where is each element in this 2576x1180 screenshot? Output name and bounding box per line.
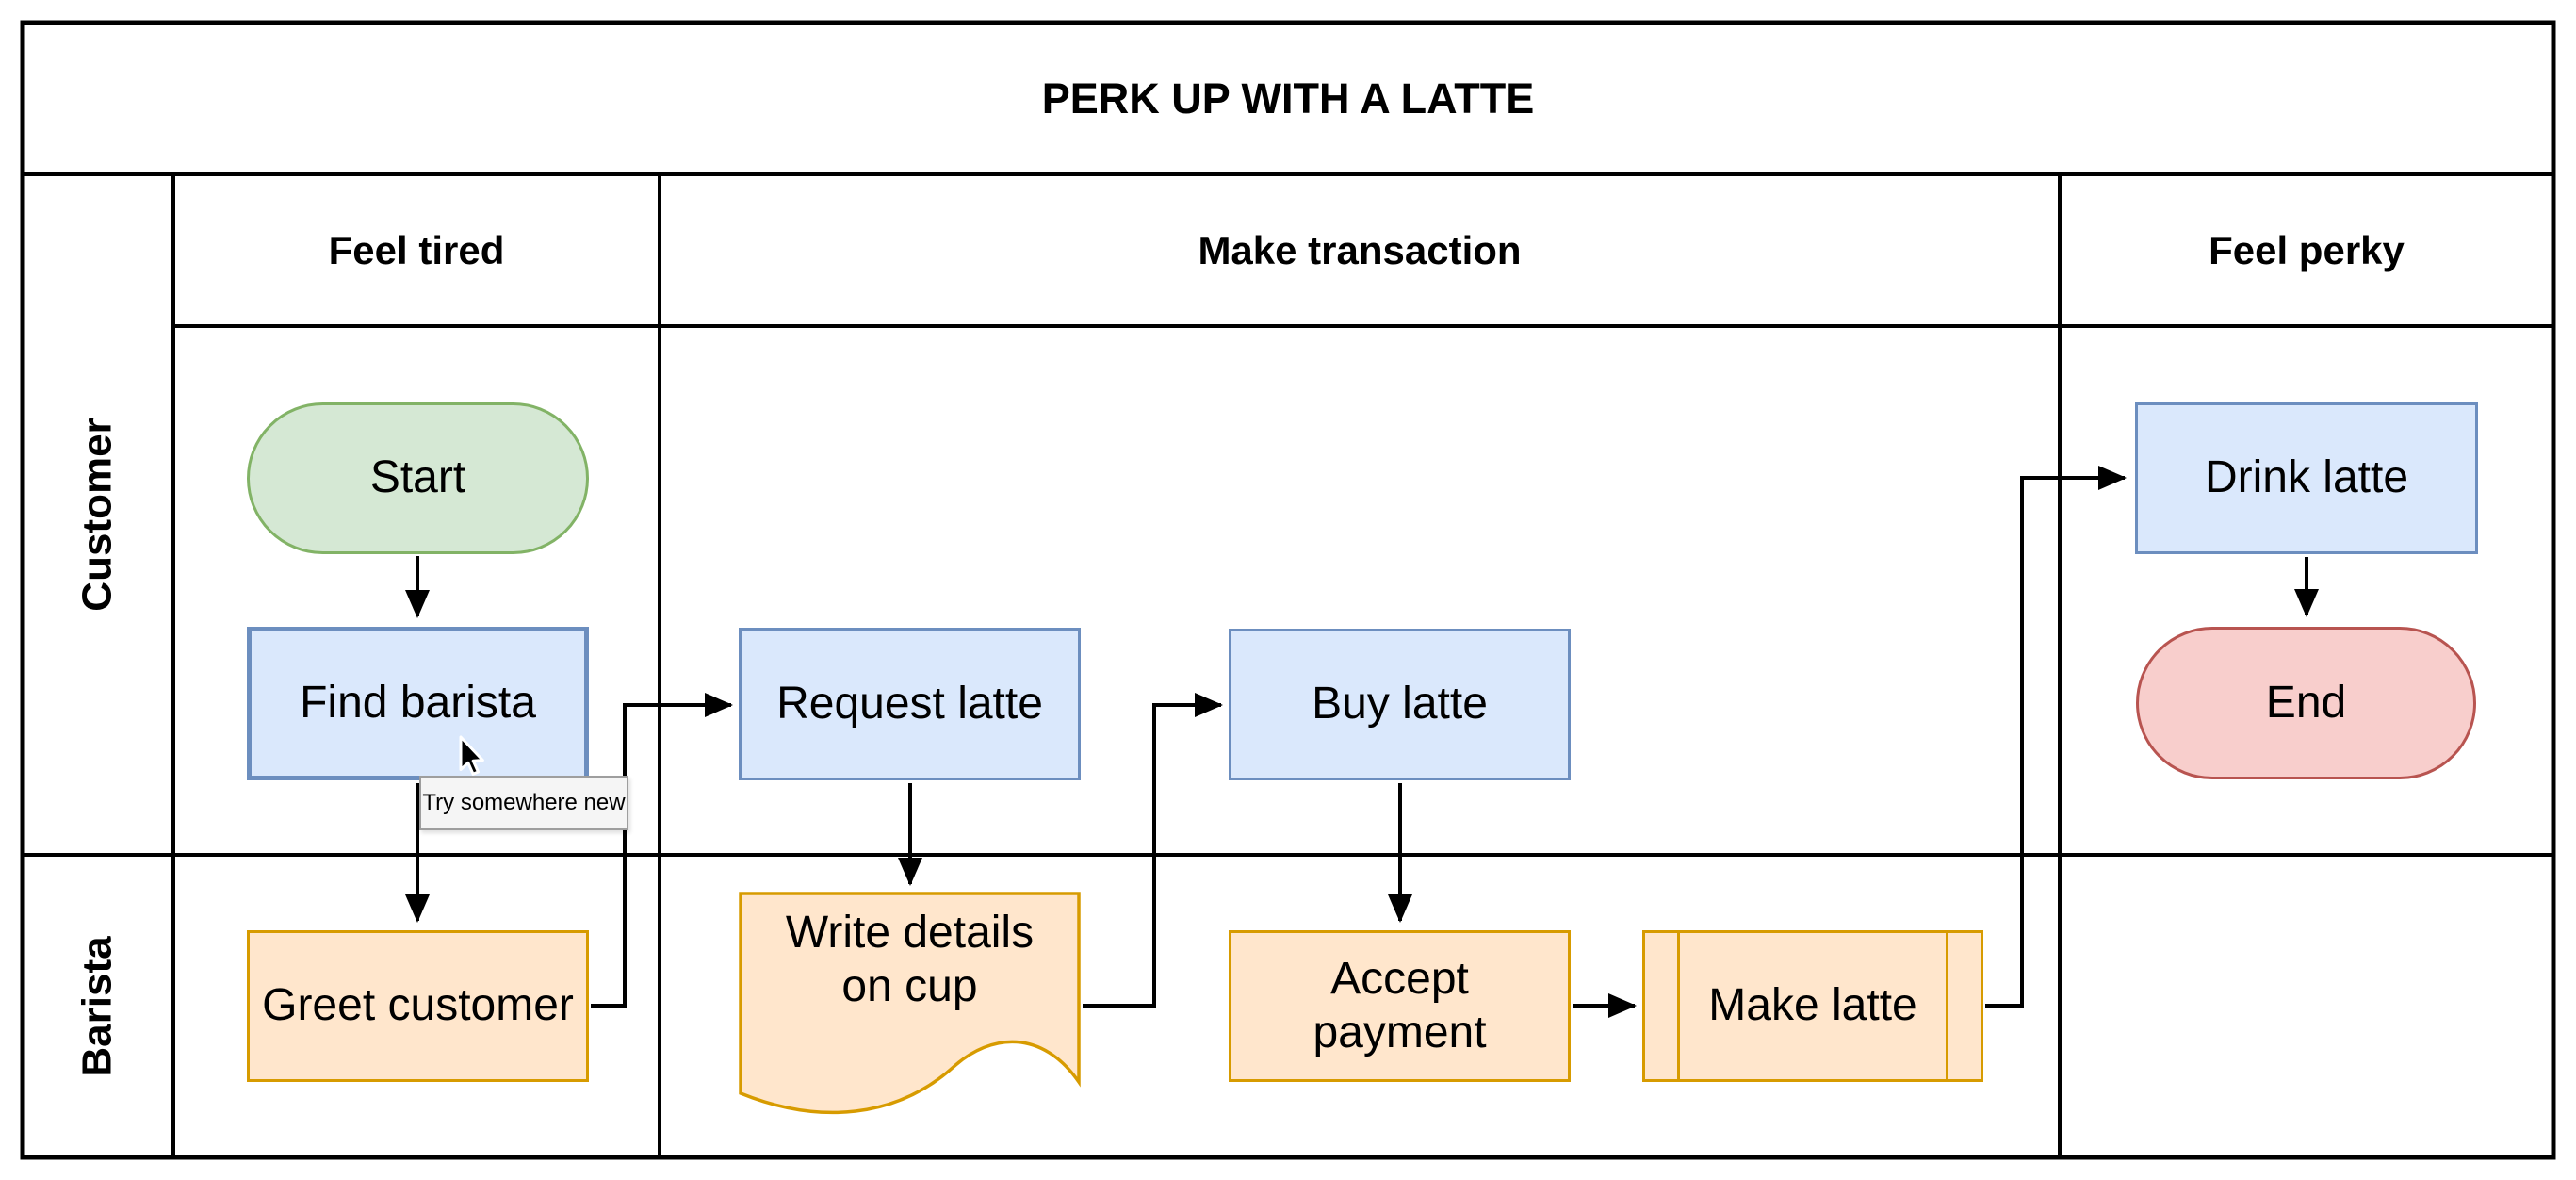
node-drink-latte[interactable]: Drink latte (2135, 402, 2478, 554)
phase-header-feel-tired: Feel tired (328, 227, 505, 272)
node-make-latte-label: Make latte (1708, 980, 1917, 1031)
node-write-details-on-cup[interactable]: Write details on cup (739, 892, 1081, 1123)
tooltip-text: Try somewhere new (422, 790, 626, 815)
edge-make-latte-to-drink-latte (1985, 466, 2127, 1008)
document-shape (739, 892, 1081, 1115)
edge-write-details-to-buy-latte (1083, 693, 1223, 1008)
node-accept-payment[interactable]: Accept payment (1229, 930, 1571, 1082)
lane-label-barista-text: Barista (74, 935, 121, 1077)
edge-greet-customer-to-request-latte (591, 693, 733, 1008)
lane-label-customer: Customer (23, 174, 173, 855)
node-find-barista[interactable]: Find barista (247, 627, 589, 780)
pool-title: PERK UP WITH A LATTE (1041, 74, 1535, 123)
tooltip: Try somewhere new (419, 776, 628, 830)
node-buy-latte[interactable]: Buy latte (1229, 629, 1571, 780)
lane-label-barista: Barista (23, 855, 173, 1157)
predefined-process-left-bar (1677, 933, 1680, 1079)
node-request-latte[interactable]: Request latte (739, 628, 1081, 780)
node-make-latte[interactable]: Make latte (1642, 930, 1983, 1082)
node-start[interactable]: Start (247, 402, 589, 554)
node-greet-customer[interactable]: Greet customer (247, 930, 589, 1082)
phase-header-feel-perky: Feel perky (2209, 227, 2405, 272)
pool-grid (20, 20, 2556, 1160)
lane-label-customer-text: Customer (74, 418, 121, 612)
phase-header-make-transaction: Make transaction (1198, 227, 1522, 272)
predefined-process-right-bar (1946, 933, 1948, 1079)
node-end[interactable]: End (2136, 627, 2476, 779)
node-write-details-label: Write details on cup (785, 908, 1035, 1011)
